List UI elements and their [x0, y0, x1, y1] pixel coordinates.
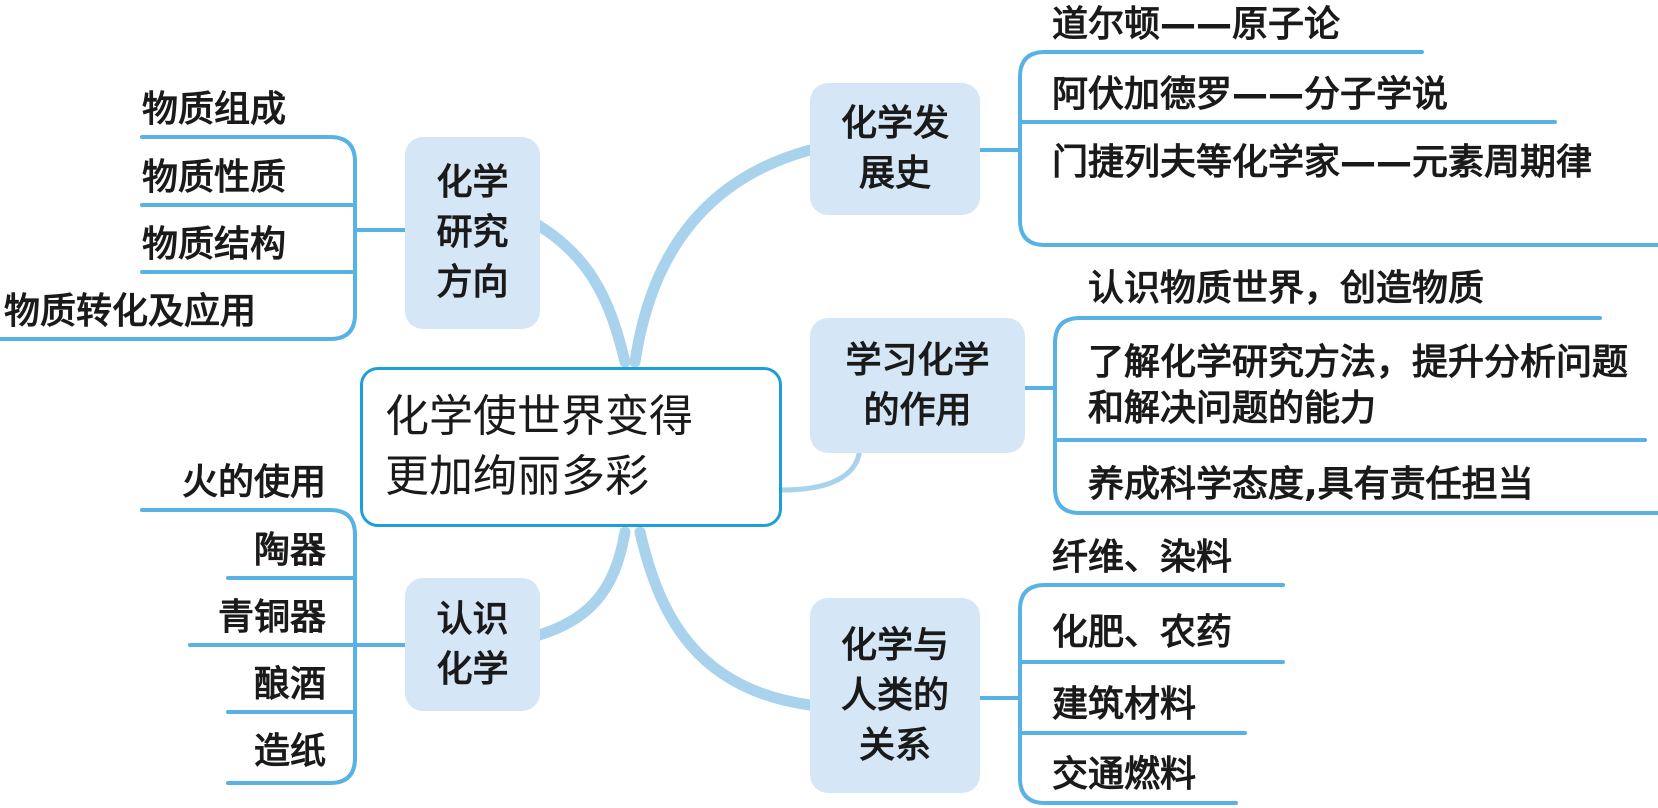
center-node: 化学使世界变得 更加绚丽多彩: [360, 367, 782, 527]
node-research-line-3: 方向: [436, 262, 509, 303]
bracket-research: [0, 135, 357, 341]
leaf-know-1: 火的使用: [181, 462, 326, 503]
node-role-line-1: 学习化学: [845, 339, 990, 381]
node-know-line-2: 化学: [436, 648, 509, 690]
curve-to-history: [629, 144, 816, 368]
node-know-chemistry: 认识 化学: [405, 578, 540, 711]
leaf-role-2: 了解化学研究方法，提升分析问题和解决问题的能力: [1088, 342, 1629, 429]
node-relation-line-2: 人类的: [840, 674, 949, 716]
leaf-know-4: 酿酒: [253, 664, 326, 705]
node-role-line-2: 的作用: [863, 389, 972, 431]
leaf-role-3: 养成科学态度,具有责任担当: [1088, 464, 1534, 505]
leaf-research-2: 物质性质: [142, 157, 287, 198]
leaf-know-5: 造纸: [253, 731, 326, 772]
bracket-relation: [1018, 583, 1285, 805]
node-research-line-1: 化学: [436, 162, 509, 203]
node-know-line-1: 认识: [436, 598, 509, 640]
node-research-line-2: 研究: [436, 212, 509, 253]
center-line-1: 化学使世界变得: [385, 391, 693, 442]
node-research-direction: 化学 研究 方向: [405, 137, 540, 329]
node-learning-role: 学习化学 的作用: [810, 318, 1025, 453]
node-history-line-1: 化学发: [840, 103, 949, 144]
node-chemistry-history: 化学发 展史: [810, 83, 980, 215]
bracket-role: [1053, 316, 1658, 515]
leaf-research-1: 物质组成: [142, 89, 287, 130]
node-relation-line-3: 关系: [858, 724, 931, 766]
center-line-2: 更加绚丽多彩: [385, 451, 649, 502]
node-history-line-2: 展史: [858, 153, 931, 194]
leaf-research-3: 物质结构: [142, 224, 287, 265]
leaf-relation-1: 纤维、染料: [1052, 537, 1233, 578]
leaf-history-2: 阿伏加德罗——分子学说: [1052, 74, 1449, 115]
curve-to-relation: [634, 526, 816, 711]
leaf-know-3: 青铜器: [217, 597, 326, 638]
node-chemistry-human-relation: 化学与 人类的 关系: [810, 598, 980, 793]
leaf-relation-4: 交通燃料: [1052, 754, 1197, 795]
leaf-relation-3: 建筑材料: [1052, 684, 1197, 725]
leaf-know-2: 陶器: [253, 530, 326, 571]
curve-to-know: [514, 526, 631, 646]
leaf-history-3: 门捷列夫等化学家——元素周期律: [1052, 142, 1593, 183]
curve-to-research: [514, 209, 631, 368]
leaf-role-1: 认识物质世界，创造物质: [1088, 268, 1485, 309]
leaf-relation-2: 化肥、农药: [1052, 612, 1233, 653]
leaf-research-4: 物质转化及应用: [4, 291, 257, 332]
leaf-history-1: 道尔顿——原子论: [1052, 4, 1341, 45]
node-relation-line-1: 化学与: [840, 624, 949, 666]
